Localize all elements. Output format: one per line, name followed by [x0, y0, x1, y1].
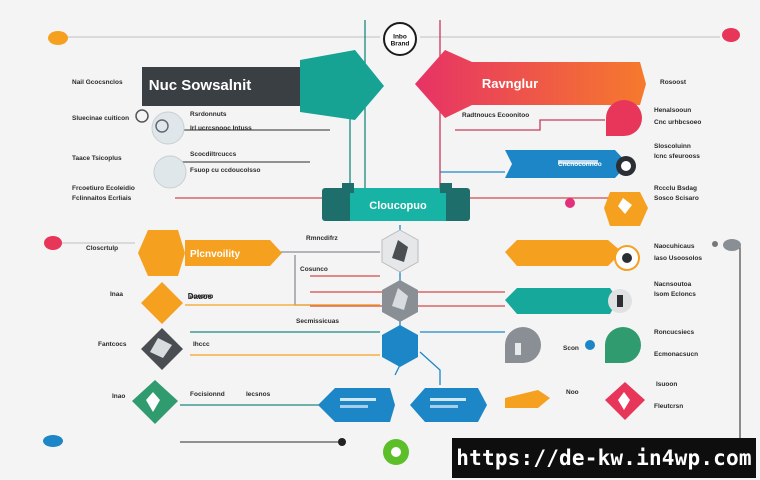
connector-lines [60, 20, 741, 443]
right-note: Nacnsoutoa [654, 281, 692, 288]
center-node-3[interactable] [382, 325, 418, 367]
left-arrow-label-1: Plcnvoility [190, 249, 240, 260]
mid-right-note: Noo [566, 389, 579, 396]
header-right-label: Ravnglur [482, 76, 538, 91]
right-note: Naocuhicaus [654, 243, 695, 250]
mid-left-note: Secmissicuas [296, 318, 339, 325]
left-note: Fclinnaitos Ecrliais [72, 195, 132, 202]
right-note: Henalsooun [654, 107, 691, 114]
right-note: Fleutcrsn [654, 403, 683, 410]
center-bar-label: Cloucopuo [369, 200, 427, 212]
right-note: Icnc sfeurooss [654, 153, 700, 160]
center-hex-nodes [381, 229, 419, 367]
left-gray-node[interactable] [141, 328, 183, 370]
mid-right-note: Radtnoucs Ecoonitoo [462, 112, 529, 119]
mid-left-note: Cosunco [300, 266, 328, 273]
mid-left-note: Ihccc [193, 341, 210, 348]
right-note: Ecmonacsucn [654, 351, 698, 358]
center-bar[interactable]: Cloucopuo [322, 183, 470, 221]
bottom-blue-arrow-left[interactable] [318, 388, 395, 422]
right-note: Roncucsiecs [654, 329, 694, 336]
mid-right-notes: Radtnoucs Ecoonitoo Cncnoconnoo Scon Noo [462, 112, 602, 396]
right-orange-node-1[interactable] [604, 192, 648, 226]
left-notes: Nail Gcocsnclos Sluecinae cuiticon Taace… [72, 79, 135, 400]
left-circle-nodes [135, 109, 187, 189]
left-note: Frcoetiuro Ecoleidio [72, 185, 135, 192]
right-note: Iaso Usoosolos [654, 255, 702, 262]
right-note: Rccclu Bsdag [654, 185, 697, 192]
right-note: Isuoon [656, 381, 677, 388]
left-note: Fantcocs [98, 341, 127, 348]
right-orange-arrow[interactable] [505, 240, 640, 271]
bottom-green-badge [383, 439, 409, 465]
right-blue-arrow-1[interactable] [505, 150, 636, 178]
mid-left-note: Iaooonn [188, 293, 213, 300]
node-circle-2[interactable] [153, 155, 187, 189]
mid-left-note: Fsuop cu ccdoucolsso [190, 167, 260, 174]
right-note: Isom Ecloncs [654, 291, 696, 298]
right-notes: Rosoost Henalsooun Cnc urhbcsoeo Sloscol… [654, 79, 702, 410]
right-note: Sosco Scisaro [654, 195, 699, 202]
left-note: Inao [112, 393, 125, 400]
mid-left-notes: Rsrdonnuts Irl ucrcsnooc Intuss Scocdilt… [188, 111, 339, 398]
left-orange-arrow-1[interactable]: Plcnvoility [185, 240, 282, 266]
right-red-node-1[interactable] [606, 100, 642, 136]
header-left-label: Nuc Sowsalnit [149, 77, 252, 94]
left-note: Closcrtulp [86, 245, 118, 252]
right-note: Rosoost [660, 79, 687, 86]
right-teal-arrow[interactable] [505, 288, 632, 314]
mid-left-note: Rsrdonnuts [190, 111, 227, 118]
right-pink-node[interactable] [605, 382, 645, 420]
mid-left-note: Scocdiltrcuccs [190, 151, 237, 158]
bottom-blue-arrow-right[interactable] [410, 388, 487, 422]
right-green-node[interactable] [605, 327, 641, 363]
right-note: Sloscoluinn [654, 143, 691, 150]
bottom-orange-arrow[interactable] [505, 390, 550, 408]
mid-left-note: Focisionnd [190, 391, 225, 398]
mid-left-note: Iecsnos [246, 391, 271, 398]
mid-right-note: Scon [563, 345, 579, 352]
mid-left-note: Rmncdifrz [306, 235, 339, 242]
left-note: Inaa [110, 291, 123, 298]
endpoint-dots [43, 28, 741, 447]
header-right-arrow[interactable]: Ravnglur [415, 50, 646, 118]
left-note: Nail Gcocsnclos [72, 79, 123, 86]
watermark: https://de-kw.in4wp.com [452, 438, 756, 478]
mid-right-note: Cncnoconnoo [558, 161, 602, 168]
mid-left-note: Irl ucrcsnooc Intuss [190, 125, 252, 132]
left-note: Sluecinae cuiticon [72, 115, 129, 122]
header-left-arrow[interactable]: Nuc Sowsalnit [142, 50, 384, 120]
left-note: Taace Tsicoplus [72, 155, 122, 162]
left-orange-arrow-2[interactable] [138, 230, 185, 276]
left-arrow-label-2: Dauos [188, 292, 213, 301]
left-orange-node-2[interactable]: Dauos [141, 282, 213, 324]
left-green-node[interactable] [132, 380, 178, 424]
right-gray-node[interactable] [505, 327, 541, 363]
right-note: Cnc urhbcsoeo [654, 119, 701, 126]
